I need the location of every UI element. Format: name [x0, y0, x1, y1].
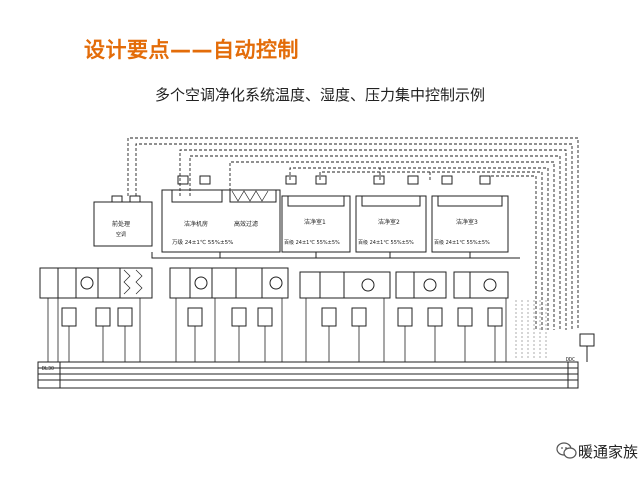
- air-handling-units: [39, 267, 509, 299]
- room-c-spec: 百级 24±1℃ 55%±5%: [358, 239, 414, 246]
- room-a-spec: 万级 24±1℃ 55%±5%: [172, 238, 233, 246]
- room-small-sub: 空调: [116, 231, 126, 238]
- supply-duct: [151, 252, 520, 259]
- slide-title: 设计要点——自动控制: [84, 38, 299, 62]
- diagram-subtitle: 多个空调净化系统温度、湿度、压力集中控制示例: [154, 86, 485, 104]
- right-panel-label: DDC: [566, 357, 575, 363]
- room-a-label: 洁净机房: [184, 220, 208, 228]
- room-d-spec: 百级 24±1℃ 55%±5%: [434, 239, 490, 246]
- room-box-small: [93, 195, 153, 247]
- controller-bus: [37, 361, 579, 389]
- room-box-c: [355, 175, 427, 253]
- room-c-label: 洁净室2: [378, 218, 400, 226]
- room-a-label2: 高效过滤: [234, 220, 258, 228]
- watermark: 暖通家族: [556, 436, 640, 466]
- left-panel-label: DL30: [42, 366, 54, 372]
- ddc-controller: [579, 333, 595, 362]
- room-small-label: 前处理: [112, 220, 130, 228]
- signal-lines: [47, 298, 507, 362]
- room-b-spec: 百级 24±1℃ 55%±5%: [284, 239, 340, 246]
- watermark-text: 暖通家族: [578, 442, 639, 461]
- room-d-label: 洁净室3: [456, 218, 478, 226]
- room-b-label: 洁净室1: [304, 218, 326, 226]
- dashed-control-lines: [127, 137, 579, 330]
- dashed-signal-lines: [515, 300, 547, 360]
- wechat-icon: [556, 442, 577, 459]
- room-box-a: [161, 175, 281, 253]
